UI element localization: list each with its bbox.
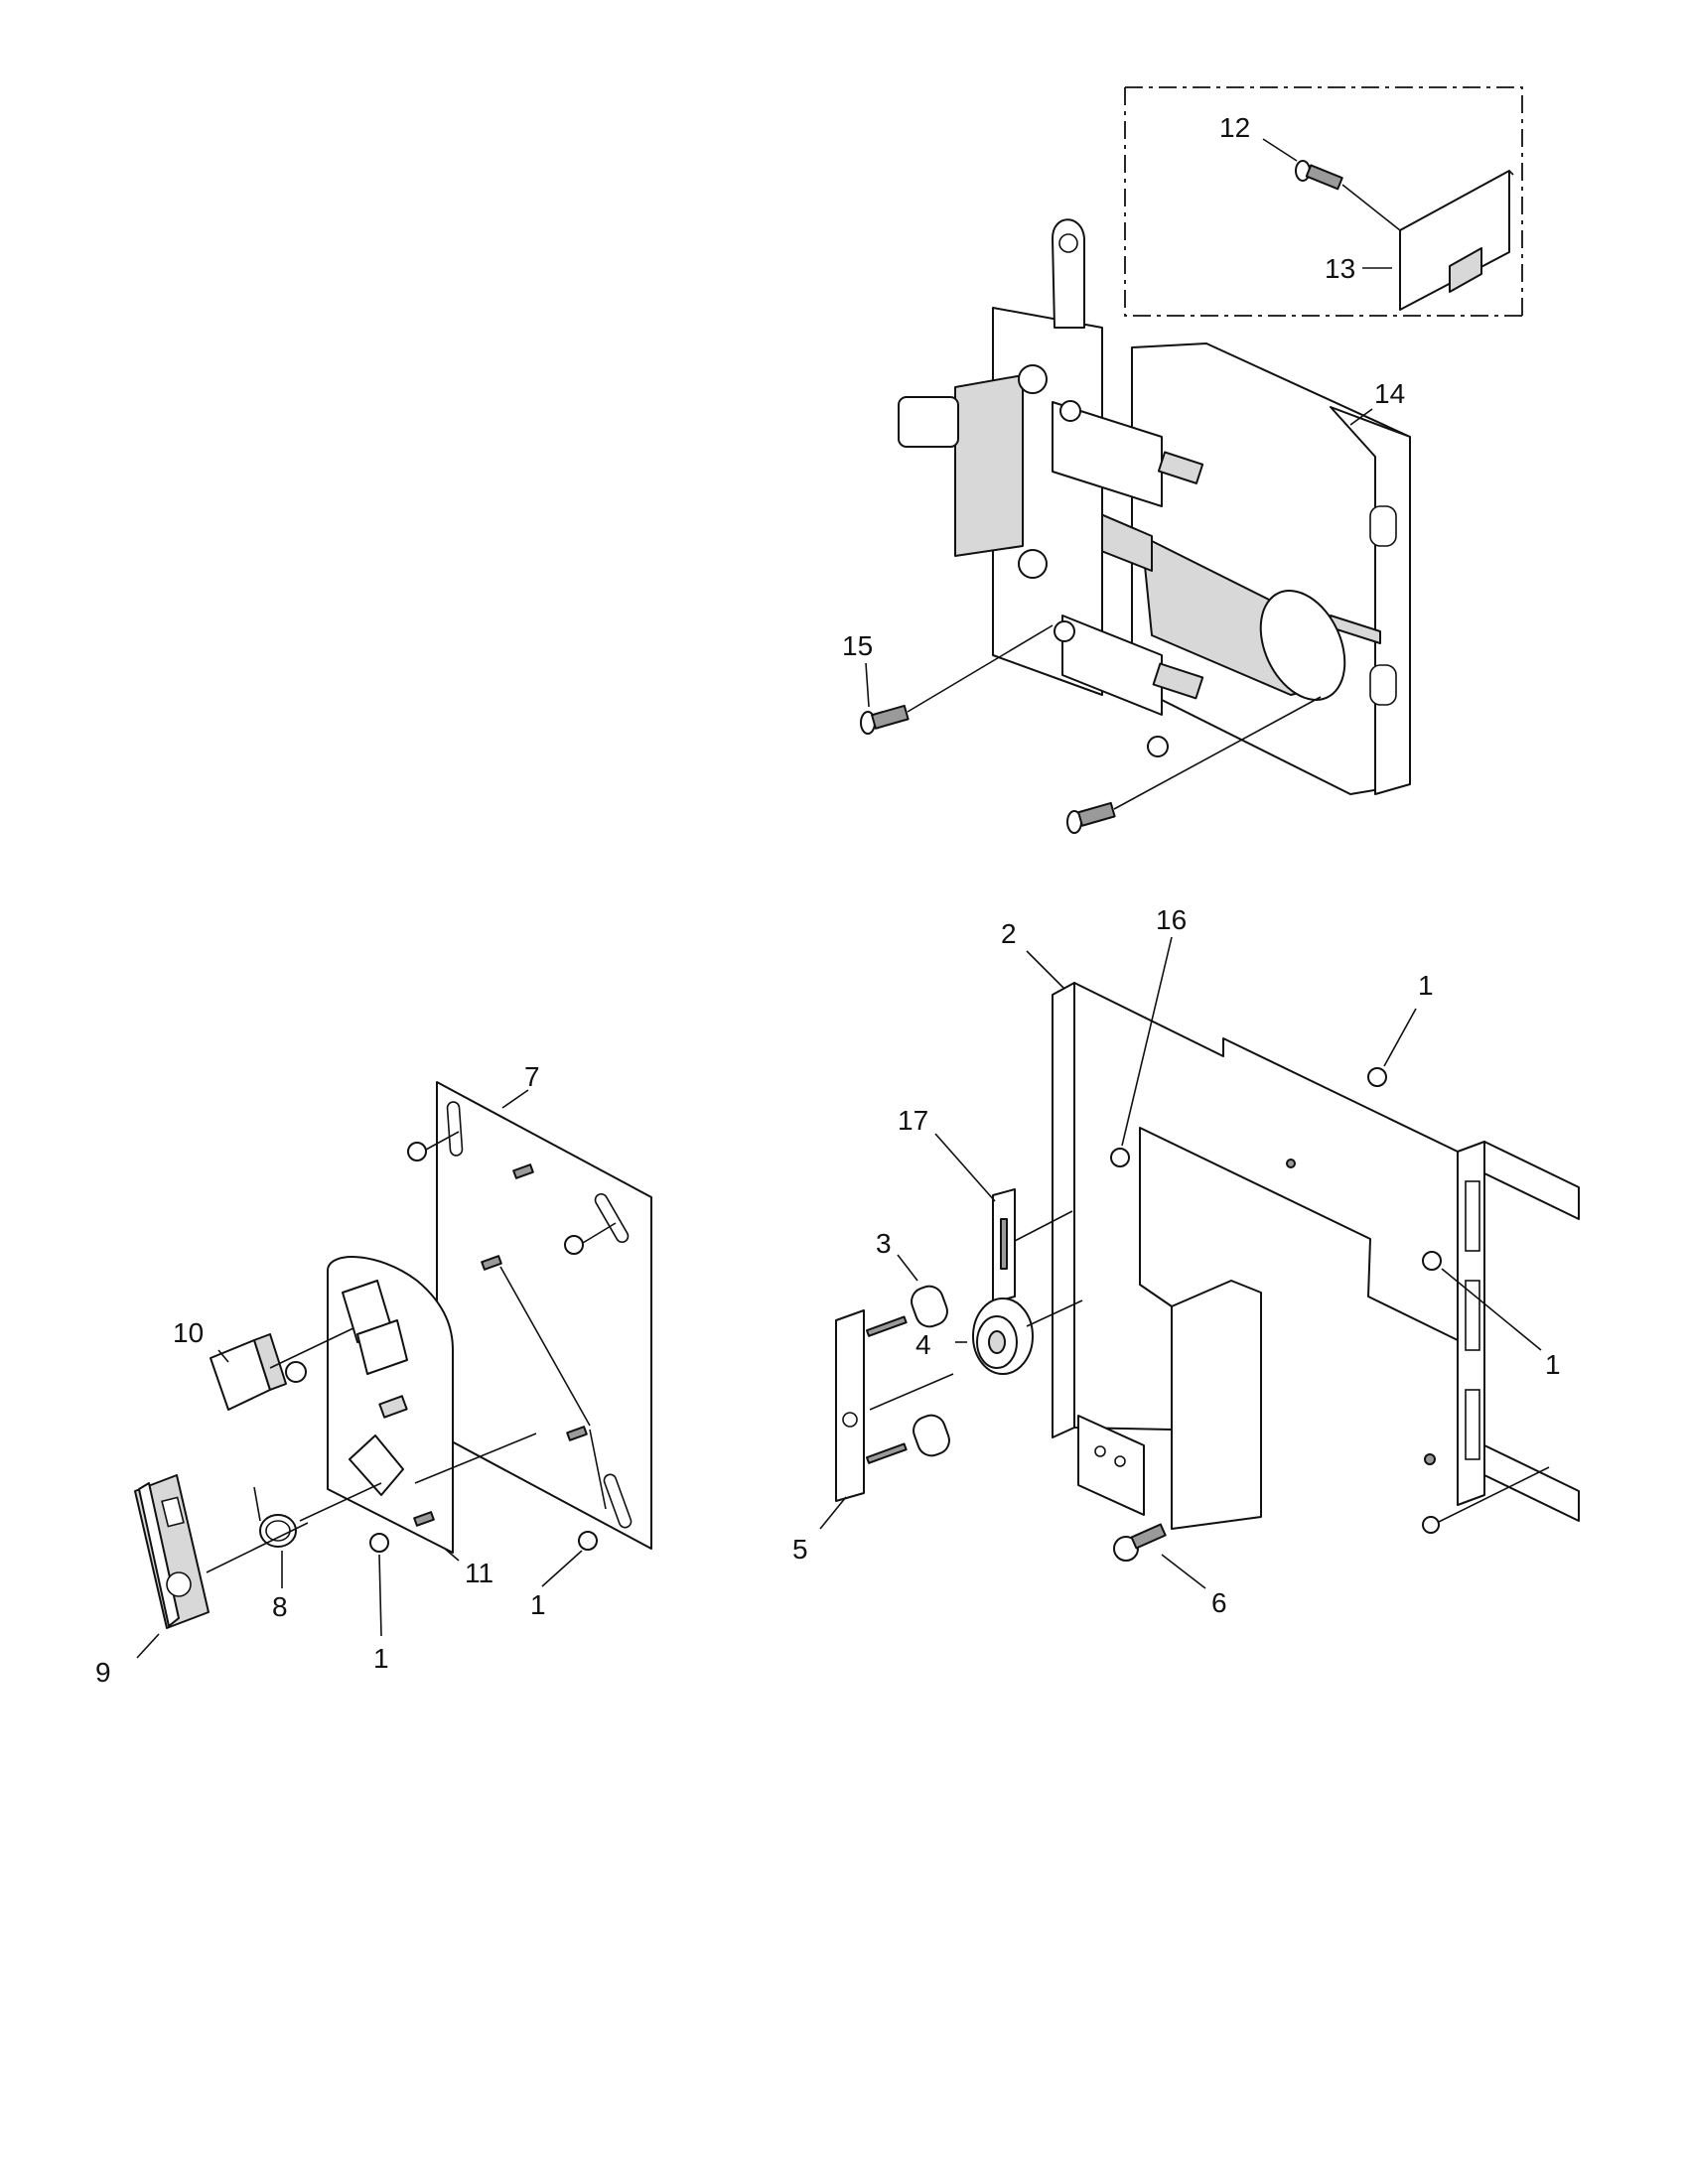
- plate-nut-bottom: [578, 1531, 598, 1551]
- mounting-plate: [436, 1081, 652, 1550]
- switch-plate-assembly: [134, 1081, 652, 1629]
- callout-8: 8: [272, 1591, 288, 1622]
- callout-1-right: 1: [1545, 1349, 1561, 1380]
- callout-16: 16: [1156, 904, 1187, 935]
- circuit-board: [1399, 170, 1510, 311]
- callout-2: 2: [1001, 918, 1017, 949]
- lower-tab: [1171, 1280, 1262, 1530]
- callout-1-lower-mid: 1: [530, 1589, 546, 1620]
- callout-leaders: [136, 138, 1542, 1659]
- cam-clip-mid: [356, 1319, 408, 1375]
- hex-nut-right: [1422, 1251, 1442, 1271]
- callout-10: 10: [173, 1317, 204, 1348]
- pulley-wheel: [972, 1297, 1034, 1375]
- callout-13: 13: [1325, 253, 1355, 284]
- callout-15: 15: [842, 630, 873, 661]
- main-plate: [1073, 982, 1459, 1431]
- main-bracket-assembly: [835, 982, 1580, 1562]
- plate-nut-mid: [564, 1235, 584, 1255]
- detail-box-outline: [1124, 86, 1523, 320]
- screw-axis-upper: [907, 624, 1054, 713]
- callout-14: 14: [1374, 378, 1405, 409]
- hex-nut-top: [1367, 1067, 1387, 1087]
- upper-micro-switch: [1052, 401, 1163, 507]
- callout-11: 11: [465, 1558, 493, 1588]
- board-screw: [1295, 160, 1343, 191]
- actuator-cap: [954, 374, 1024, 557]
- micro-switch: [210, 1333, 307, 1411]
- callout-3: 3: [876, 1228, 892, 1259]
- roller-strip: [835, 1309, 865, 1502]
- hex-nut-16: [1110, 1148, 1130, 1167]
- callout-17: 17: [898, 1105, 928, 1136]
- solenoid-lock-assembly: [860, 86, 1523, 834]
- slider-block: [134, 1474, 210, 1629]
- mounting-screw-upper: [860, 704, 910, 735]
- spacer-lower: [913, 1414, 950, 1457]
- screw-axis-lower: [1113, 696, 1322, 810]
- callout-1-top-right: 1: [1418, 970, 1434, 1001]
- spring-latch: [349, 1434, 404, 1496]
- hex-nut-bottom: [1422, 1516, 1440, 1534]
- plate-nut-top: [407, 1142, 427, 1161]
- callout-labels: 12 13 14 15 2 16 1 1 17 3 4 5 6 7 10 8 9…: [95, 112, 1561, 1688]
- callout-12: 12: [1219, 112, 1250, 143]
- spacer-upper: [911, 1285, 948, 1328]
- callout-7: 7: [524, 1061, 540, 1092]
- flange-bolt: [1113, 1523, 1167, 1562]
- lower-micro-switch: [1061, 614, 1163, 716]
- callout-5: 5: [792, 1534, 808, 1565]
- retaining-ring: [253, 1486, 297, 1548]
- screw-axis: [1341, 184, 1401, 231]
- cam-nut: [369, 1533, 389, 1553]
- main-mounting-bracket: [1052, 982, 1075, 1438]
- callout-4: 4: [915, 1329, 931, 1360]
- callout-9: 9: [95, 1657, 111, 1688]
- callout-6: 6: [1211, 1587, 1227, 1618]
- board-connector: [1449, 247, 1482, 293]
- mounting-screw-lower: [1066, 801, 1116, 834]
- callout-1-lower-left: 1: [373, 1643, 389, 1674]
